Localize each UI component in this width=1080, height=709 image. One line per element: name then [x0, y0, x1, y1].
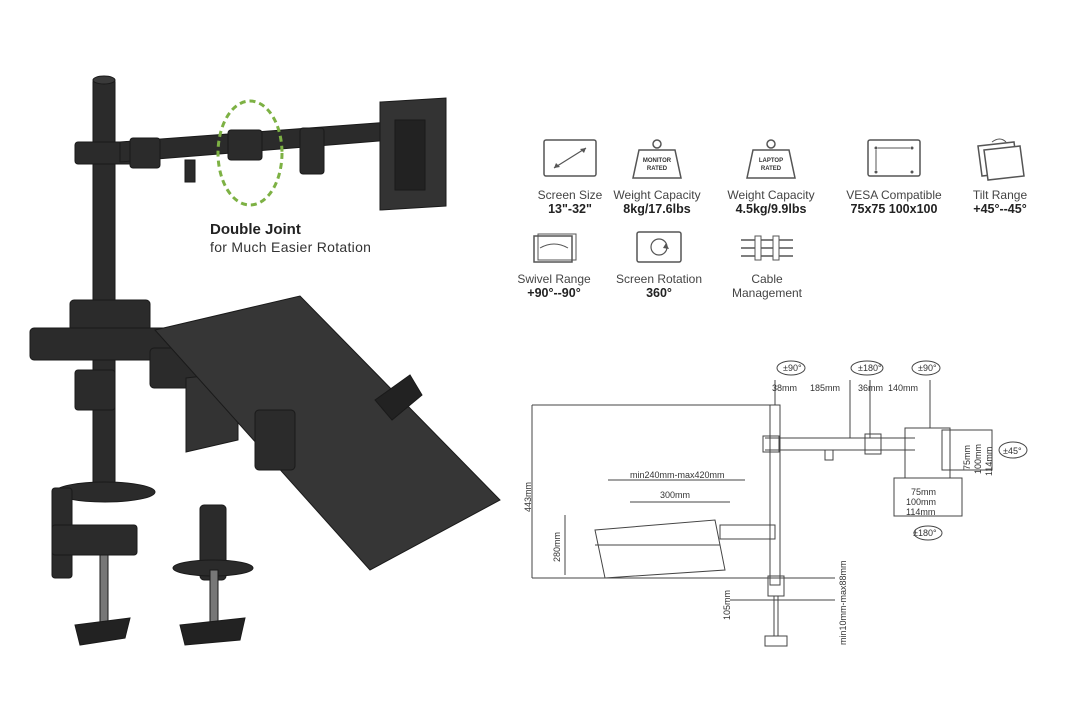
angle-top-left: ±90°	[783, 363, 802, 373]
vesa-icon	[867, 139, 921, 177]
product-illustration	[29, 75, 501, 646]
svg-text:RATED: RATED	[647, 166, 668, 172]
dim-38: 38mm	[772, 383, 798, 393]
vesa-75-vertical: 75mm	[962, 444, 972, 470]
dim-443: 443mm	[523, 481, 533, 512]
angle-top-mid: ±180°	[858, 363, 882, 373]
svg-text:LAPTOP: LAPTOP	[759, 158, 783, 164]
angle-right: ±45°	[1003, 446, 1022, 456]
spec-vesa: VESA Compatible 75x75 100x100	[829, 138, 959, 216]
dim-280: 280mm	[552, 531, 562, 562]
spec-laptop-weight: LAPTOP RATED Weight Capacity 4.5kg/9.9lb…	[706, 138, 836, 216]
screen-size-icon	[543, 139, 597, 177]
vesa-114-horizontal: 114mm	[906, 507, 936, 517]
laptop-tray	[154, 295, 501, 571]
pole	[92, 77, 116, 499]
svg-text:MONITOR: MONITOR	[643, 158, 672, 164]
joint-highlight	[216, 99, 284, 207]
dim-300: 300mm	[660, 490, 691, 500]
dim-185: 185mm	[810, 383, 841, 393]
rotation-icon	[636, 231, 682, 263]
dim-36: 36mm	[858, 383, 884, 393]
angle-bottom: ±180°	[913, 528, 937, 538]
spec-tilt: Tilt Range +45°--45°	[935, 138, 1065, 216]
monitor-weight-icon: MONITOR RATED	[632, 139, 682, 179]
dim-140: 140mm	[888, 383, 919, 393]
spec-swivel: Swivel Range +90°--90°	[489, 230, 619, 300]
dim-105: 105mm	[722, 589, 732, 620]
laptop-weight-icon: LAPTOP RATED	[746, 139, 796, 179]
spec-screen-size: Screen Size 13"-32"	[505, 138, 635, 216]
tilt-icon	[977, 138, 1025, 181]
vesa-100-horizontal: 100mm	[906, 497, 937, 507]
vesa-75-horizontal: 75mm	[911, 487, 937, 497]
feature-subtitle: for Much Easier Rotation	[210, 239, 372, 255]
spec-rotation: Screen Rotation 360°	[594, 230, 724, 300]
vesa-114-vertical: 114mm	[984, 446, 994, 476]
cable-icon	[741, 235, 793, 261]
feature-title: Double Joint	[210, 221, 301, 238]
dim-tray-width: min240mm-max420mm	[630, 470, 725, 480]
svg-text:RATED: RATED	[761, 166, 782, 172]
spec-cable: Cable Management	[702, 230, 832, 300]
angle-top-right: ±90°	[918, 363, 937, 373]
dimension-drawing	[531, 360, 1028, 647]
spec-monitor-weight: MONITOR RATED Weight Capacity 8kg/17.6lb…	[592, 138, 722, 216]
swivel-icon	[533, 233, 577, 263]
vesa-100-vertical: 100mm	[973, 443, 983, 474]
dim-clamp: min10mm-max88mm	[838, 560, 848, 645]
